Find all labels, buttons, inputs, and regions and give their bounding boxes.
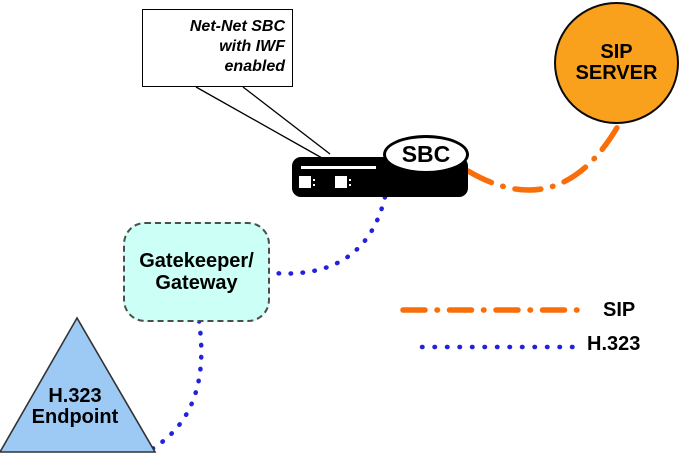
h323-connection-line-gatekeeper-endpoint [149,318,204,452]
sip-connection-line [465,123,621,193]
callout-tail-line [242,86,331,155]
sbc-bay-led [349,184,351,186]
callout-box: Net-Net SBC with IWF enabled [142,9,293,87]
sbc-bay-led [313,184,315,186]
gatekeeper-node: Gatekeeper/ Gateway [123,222,270,322]
gatekeeper-label-line: Gatekeeper/ [139,250,254,272]
h323-endpoint-label-line: Endpoint [31,406,119,428]
sbc-drive-bay [335,176,347,188]
h323-endpoint-label: H.323 Endpoint [0,386,150,428]
legend-sip-label: SIP [603,299,636,321]
sbc-device-stripe [301,166,376,169]
callout-text-line: with IWF [219,38,285,55]
h323-endpoint-triangle [0,316,157,453]
sbc-bay-led [349,179,351,181]
sbc-badge-label: SBC [401,141,451,167]
sbc-badge: SBC [383,135,469,174]
callout-text-line: Net-Net SBC [189,18,285,35]
h323-endpoint-label-line: H.323 [48,385,102,407]
callout-tail-line [195,86,323,159]
callout-text-line: enabled [224,58,285,75]
sip-server-label-line: SERVER [575,62,658,84]
h323-connection-line-sbc-gatekeeper [269,194,388,276]
gatekeeper-label-line: Gateway [155,272,238,294]
sbc-bay-led [313,179,315,181]
legend-h323-label: H.323 [587,333,641,355]
sbc-drive-bay [299,176,311,188]
sip-server-label-line: SIP [600,41,633,63]
sip-server-node: SIP SERVER [554,2,679,124]
